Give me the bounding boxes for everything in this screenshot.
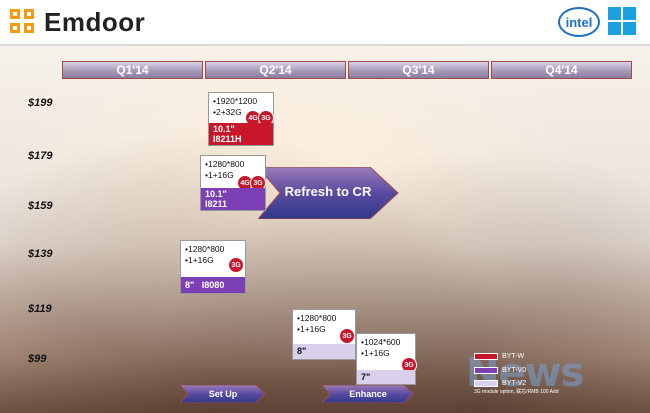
spec-memory: •1+16G (297, 324, 326, 334)
legend-swatch (474, 379, 498, 387)
setup-label: Set Up (208, 389, 238, 399)
enhance-arrow (322, 385, 414, 403)
spec-resolution: •1920*1200 (213, 96, 258, 106)
price-99: $99 (28, 353, 47, 365)
quarter-q4: Q4'14 (491, 61, 632, 79)
enhance-label: Enhance (349, 389, 387, 399)
spec-memory: •2+32G (213, 107, 242, 117)
legend-label: BYT-V0 (502, 366, 527, 374)
price-199: $199 (28, 97, 53, 109)
legend-item-byt-w: BYT-W (474, 352, 524, 360)
spec-resolution: •1280*800 (297, 313, 337, 323)
legend-swatch (474, 366, 498, 374)
emdoor-logo-icon (10, 9, 36, 35)
product-size: 8" (297, 346, 307, 356)
product-size: 8" (185, 280, 195, 290)
product-model: I8211 (205, 199, 228, 209)
spec-resolution: •1280*800 (185, 244, 225, 254)
quarter-q1: Q1'14 (62, 61, 203, 79)
price-139: $139 (28, 248, 53, 260)
spec-memory: •1+16G (205, 170, 234, 180)
legend-item-byt-v2: BYT-V2 (474, 379, 526, 387)
setup-arrow (180, 385, 266, 403)
price-159: $159 (28, 200, 53, 212)
header-bar (0, 0, 650, 44)
product-card-i8080: •1280*800 •1+16G 3G 8" I8080 (180, 240, 246, 294)
product-size: 10.1" (213, 124, 235, 134)
legend-item-byt-v0: BYT-V0 (474, 366, 526, 374)
product-model: I8080 (201, 280, 225, 290)
quarter-q2: Q2'14 (205, 61, 346, 79)
price-119: $119 (28, 303, 52, 315)
product-card-i8211: •1280*800 •1+16G 4G 3G 10.1" I8211 (200, 155, 266, 211)
legend-label: BYT-W (502, 352, 525, 360)
spec-memory: •1+16G (361, 348, 390, 358)
refresh-label: Refresh to CR (284, 184, 372, 199)
product-size: 7" (361, 372, 371, 382)
product-card-8inch: •1280*800 •1+16G 3G 8" (292, 309, 356, 360)
windows-logo-icon (608, 7, 638, 37)
price-179: $179 (28, 150, 53, 162)
product-model: I8211H (213, 134, 242, 144)
logo-text: Emdoor (44, 6, 146, 37)
quarter-q3: Q3'14 (348, 61, 489, 79)
legend-label: BYT-V2 (502, 379, 527, 387)
intel-logo: intel (558, 7, 600, 37)
badge-3g: 3G (339, 328, 355, 344)
product-size: 10.1" (205, 189, 227, 199)
spec-memory: •1+16G (185, 255, 214, 265)
emdoor-logo: Emdoor (10, 6, 146, 37)
header-divider (0, 44, 650, 46)
product-card-7inch: •1024*600 •1+16G 3G 7" (356, 333, 417, 385)
legend-swatch (474, 352, 498, 360)
legend-note: 3G module option, 联芯/RMB 100 Add (474, 389, 559, 395)
badge-3g: 3G (228, 257, 244, 273)
product-card-i8211h: •1920*1200 •2+32G 4G 3G 10.1" I8211H (208, 92, 274, 146)
spec-resolution: •1024*600 (361, 337, 401, 347)
refresh-arrow (258, 167, 399, 219)
spec-resolution: •1280*800 (205, 159, 245, 169)
